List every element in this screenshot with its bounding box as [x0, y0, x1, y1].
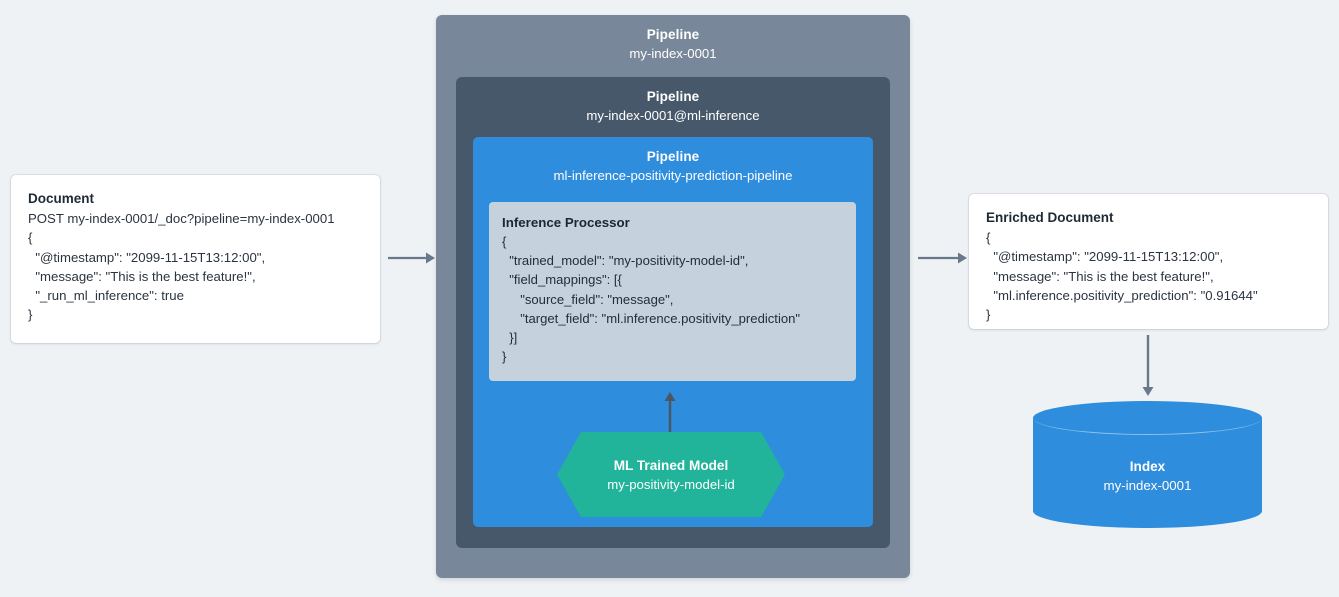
pipeline-inner-header: Pipeline ml-inference-positivity-predict…: [473, 137, 873, 185]
inference-processor-line-2: "field_mappings": [{: [502, 272, 622, 288]
cylinder-top-ellipse: [1033, 401, 1262, 435]
inference-processor-line-0: {: [502, 234, 507, 249]
document-card: Document POST my-index-0001/_doc?pipelin…: [11, 175, 380, 343]
ml-trained-model-hexagon: ML Trained Model my-positivity-model-id: [557, 432, 785, 517]
enriched-document-line-3: "ml.inference.positivity_prediction": "0…: [986, 287, 1258, 303]
inference-processor-line-3: "source_field": "message",: [502, 291, 674, 307]
index-label: Index my-index-0001: [1033, 457, 1262, 495]
document-line-3: "message": "This is the best feature!",: [28, 268, 256, 284]
enriched-document-line-0: {: [986, 230, 991, 245]
arrow-pipeline-to-enriched-document: [918, 250, 968, 271]
pipeline-middle-name: my-index-0001@ml-inference: [586, 108, 760, 123]
arrow-document-to-pipeline: [388, 250, 436, 271]
pipeline-outer-kind: Pipeline: [646, 27, 700, 42]
arrow-enriched-document-to-index: [1140, 335, 1156, 402]
inference-processor-line-4: "target_field": "ml.inference.positivity…: [502, 310, 801, 326]
pipeline-middle-kind: Pipeline: [646, 89, 700, 104]
inference-processor-line-6: }: [502, 349, 507, 365]
document-line-2: "@timestamp": "2099-11-15T13:12:00",: [28, 249, 266, 265]
document-title: Document: [28, 191, 95, 206]
pipeline-inner: Pipeline ml-inference-positivity-predict…: [473, 137, 873, 527]
ml-trained-model-title: ML Trained Model: [613, 457, 729, 473]
document-line-1: {: [28, 230, 33, 246]
index-name: my-index-0001: [1103, 478, 1192, 493]
document-line-0: POST my-index-0001/_doc?pipeline=my-inde…: [28, 211, 335, 226]
pipeline-outer-name: my-index-0001: [629, 46, 717, 61]
pipeline-middle-header: Pipeline my-index-0001@ml-inference: [456, 77, 890, 125]
index-title: Index: [1129, 459, 1166, 474]
inference-processor-line-1: "trained_model": "my-positivity-model-id…: [502, 253, 749, 269]
arrow-ml-model-to-inference-processor: [662, 392, 678, 441]
ml-trained-model-name: my-positivity-model-id: [607, 476, 735, 492]
document-line-4: "_run_ml_inference": true: [28, 288, 184, 304]
pipeline-middle: Pipeline my-index-0001@ml-inference Pipe…: [456, 77, 890, 548]
inference-processor-title: Inference Processor: [502, 215, 630, 230]
pipeline-outer: Pipeline my-index-0001 Pipeline my-index…: [436, 15, 910, 578]
pipeline-inner-kind: Pipeline: [646, 149, 700, 164]
pipeline-inner-name: ml-inference-positivity-prediction-pipel…: [553, 168, 793, 183]
document-line-5: }: [28, 307, 33, 323]
enriched-document-line-2: "message": "This is the best feature!",: [986, 268, 1214, 284]
enriched-document-title: Enriched Document: [986, 210, 1114, 225]
pipeline-outer-header: Pipeline my-index-0001: [436, 15, 910, 63]
enriched-document-line-4: }: [986, 307, 991, 323]
inference-processor-line-5: }]: [502, 330, 518, 346]
index-cylinder: Index my-index-0001: [1033, 401, 1262, 528]
enriched-document-line-1: "@timestamp": "2099-11-15T13:12:00",: [986, 249, 1224, 265]
enriched-document-card: Enriched Document { "@timestamp": "2099-…: [969, 194, 1328, 329]
inference-processor-box: Inference Processor { "trained_model": "…: [489, 202, 856, 381]
